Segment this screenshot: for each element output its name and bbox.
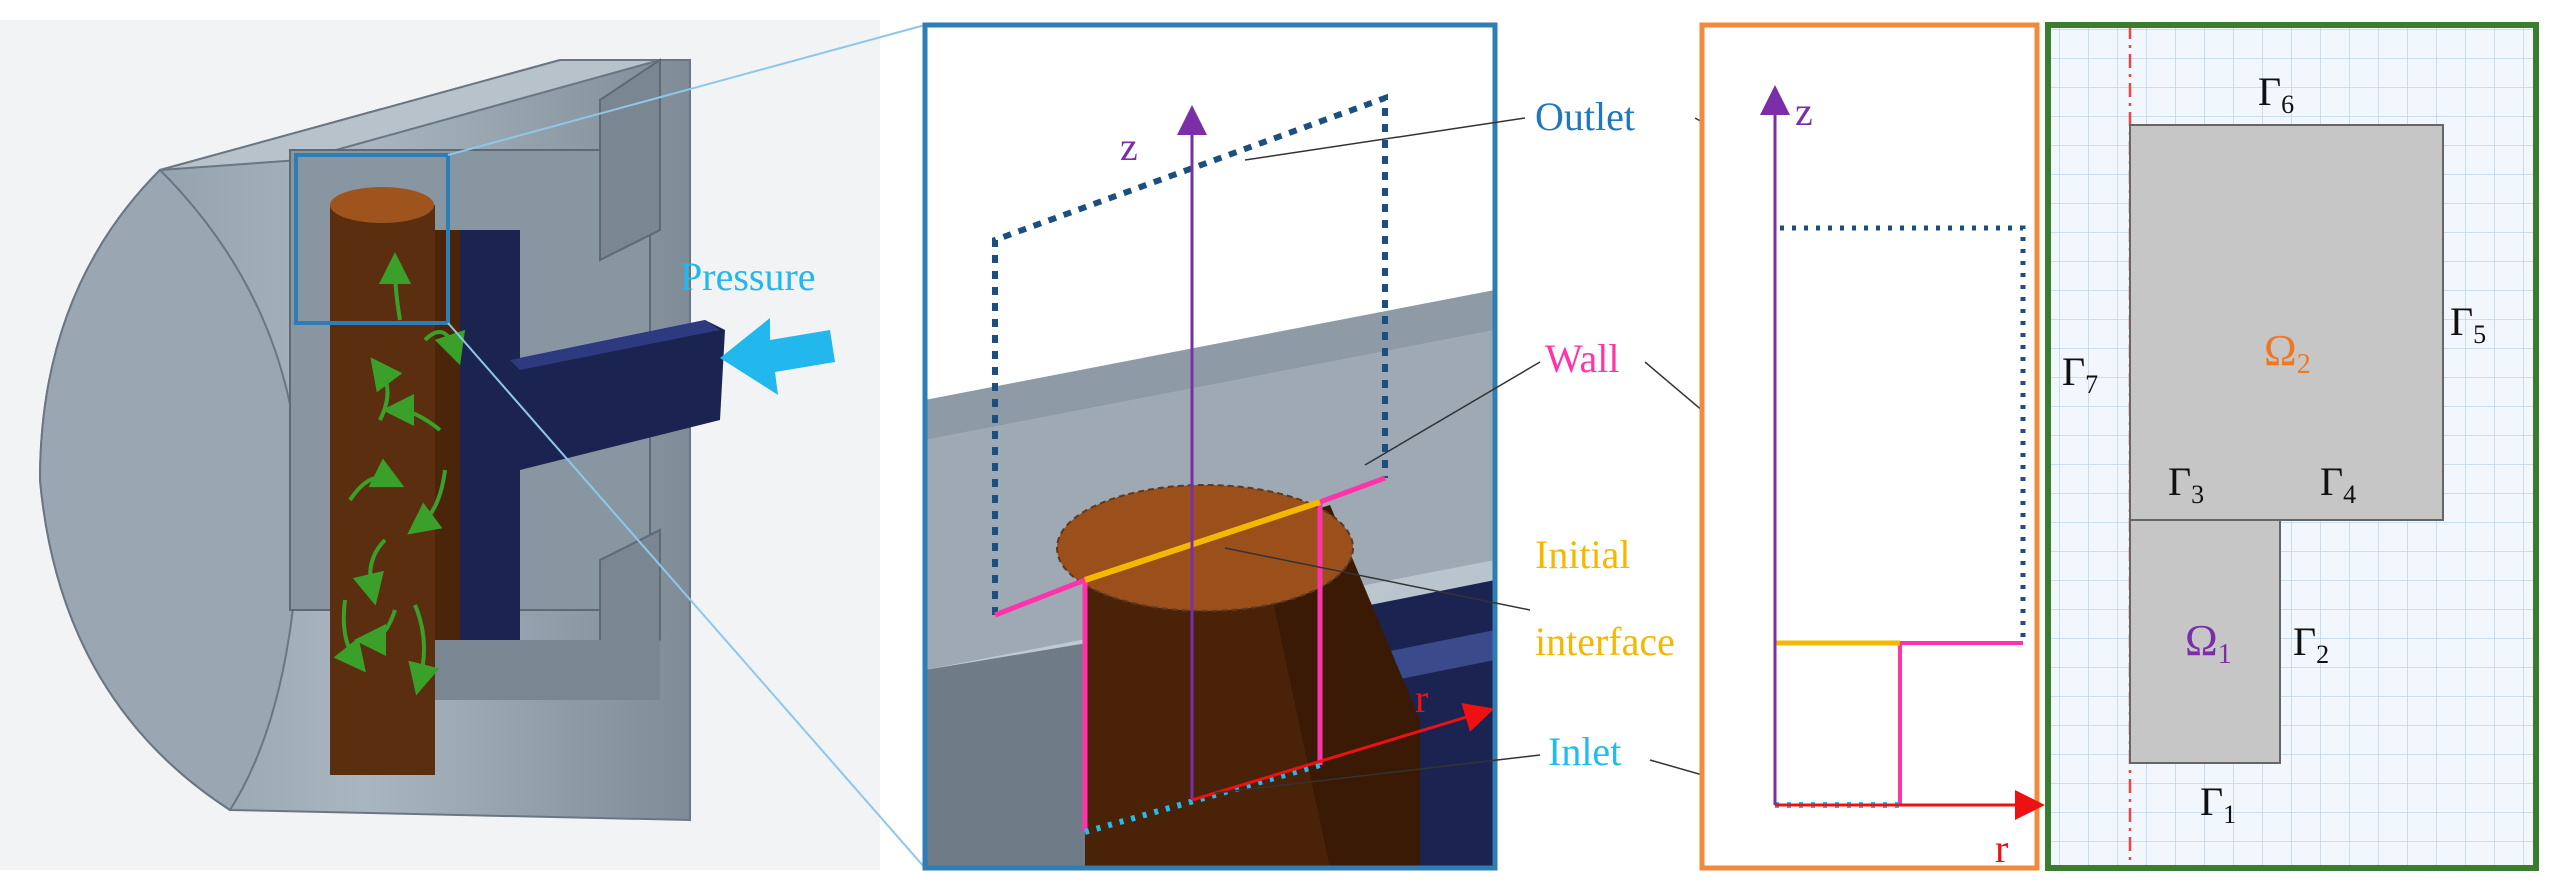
lower-block [420, 640, 660, 700]
z-axis-2d-label: z [1795, 89, 1813, 134]
domain-panel: Ω2 Ω1 Γ1 Γ2 Γ3 Γ4 Γ5 Γ6 Γ7 [2045, 22, 2539, 871]
zoom-sky [925, 25, 1495, 400]
z-axis-3d-label: z [1120, 124, 1138, 169]
channel-wall [460, 230, 520, 640]
initial-interface-3d [1084, 499, 1321, 583]
r-axis-3d-label: r [1415, 676, 1428, 721]
interface-label: interface [1535, 619, 1675, 664]
device-front-face [38, 168, 302, 812]
zoom-line-top [447, 24, 926, 156]
wall-leader-3d [1364, 361, 1541, 466]
inlet-pipe-top [510, 320, 720, 370]
device-3d-panel: Pressure [0, 20, 880, 870]
gamma-7-label: Γ7 [2062, 349, 2098, 399]
inlet-label: Inlet [1548, 729, 1621, 774]
outlet-leader-3d [1244, 117, 1526, 161]
gamma-1-label: Γ1 [2200, 779, 2236, 829]
gamma-5-label: Γ5 [2450, 299, 2486, 349]
pressure-arrow-icon [720, 318, 835, 395]
interface-leader-3d [1224, 547, 1531, 611]
gamma-4-label: Γ4 [2320, 459, 2356, 509]
wall-label: Wall [1545, 336, 1620, 381]
fluid-column [330, 205, 435, 775]
r-axis-2d-label: r [1995, 826, 2008, 871]
zoom-line-bottom [447, 322, 926, 869]
inlet-leader-3d [1214, 754, 1541, 794]
callouts: Outlet Wall Initial interface Inlet [1214, 94, 1966, 801]
r-axis-3d [1191, 702, 1495, 802]
fluid-top-surface [330, 187, 434, 223]
zoom-frame [922, 22, 1498, 871]
omega-1-label: Ω1 [2185, 616, 2232, 670]
outlet-boundary-3d [992, 93, 1388, 615]
zoom-slab-edge [925, 290, 1495, 440]
detail-box [294, 153, 450, 325]
inlet-boundary-3d [1084, 762, 1321, 835]
zoom-panel: z r [922, 22, 1498, 871]
initial-label: Initial [1535, 532, 1631, 577]
pressure-label: Pressure [680, 254, 816, 299]
flow-arrows [333, 252, 466, 696]
profile-frame [1699, 22, 2040, 871]
profile-panel: z r [1699, 22, 2045, 871]
outlet-label: Outlet [1535, 94, 1635, 139]
omega-2-label: Ω2 [2264, 326, 2311, 380]
gamma-2-label: Γ2 [2293, 619, 2329, 669]
gamma-3-label: Γ3 [2168, 459, 2204, 509]
gamma-6-label: Γ6 [2258, 69, 2294, 119]
domain-frame [2045, 22, 2539, 871]
outlet-boundary-2d [1780, 225, 2026, 640]
